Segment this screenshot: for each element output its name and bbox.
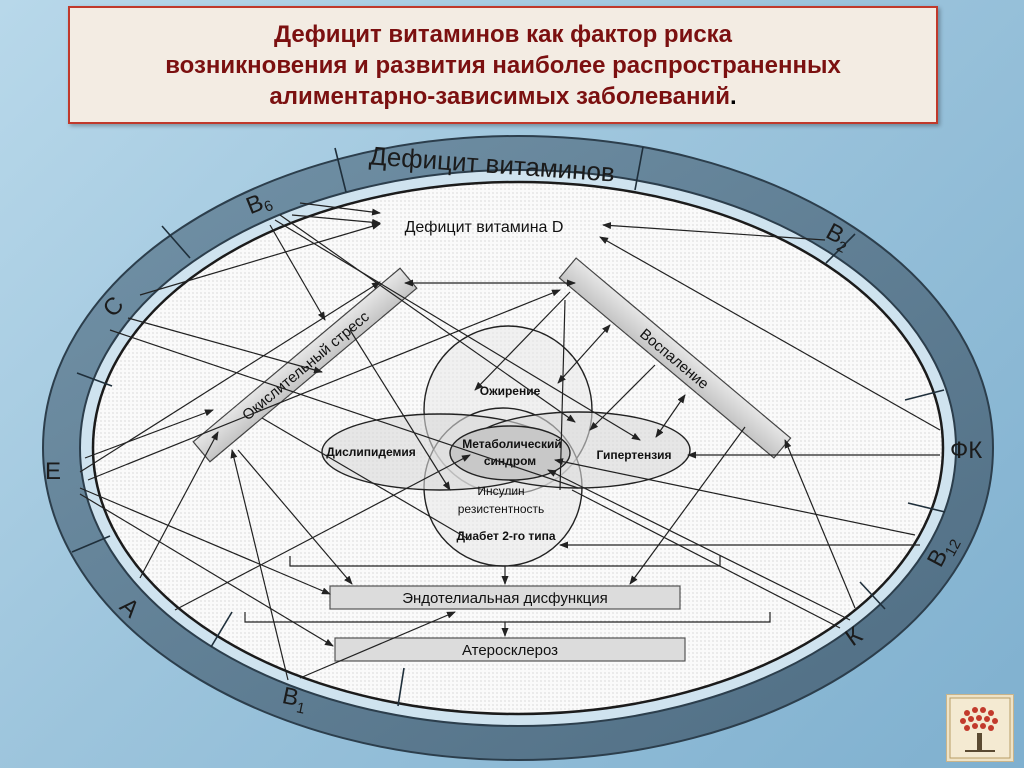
insulin-resistance-label-1: Инсулин (477, 484, 524, 498)
organization-logo (946, 694, 1014, 762)
atherosclerosis-bar (334, 637, 686, 662)
metabolic-syndrome-label-1: Метаболический (462, 437, 561, 451)
vitamin-b1-label: В1 (279, 682, 309, 717)
vitamin-d-deficiency: Дефицит витамина D (405, 219, 564, 236)
vitamin-b12-sub: 12 (942, 536, 965, 559)
endothelial-label: Эндотелиальная дисфункция (402, 590, 608, 607)
ring-separators (71, 146, 946, 707)
title-line-2: возникновения и развития наиболее распро… (165, 51, 841, 79)
metabolic-syndrome-ellipse (449, 425, 571, 481)
title-line-3-text: алиментарно-зависимых заболеваний (269, 82, 730, 110)
diabetes-label: Диабет 2-го типа (456, 529, 555, 543)
connection-arrows (79, 202, 941, 681)
insulin-resistance-label-2: резистентность (458, 502, 545, 516)
vitamin-b12-label: В12 (922, 530, 965, 573)
title-period: . (729, 82, 737, 110)
title-line-1: Дефицит витаминов как фактор риска (273, 20, 733, 48)
vitamin-e-label: Е (45, 458, 61, 485)
dyslipidemia-label: Дислипидемия (326, 445, 416, 459)
title-line-3: алиментарно-зависимых заболеваний. (269, 81, 736, 112)
atherosclerosis-label: Атеросклероз (462, 642, 558, 659)
vitamin-fk-label: ФК (950, 437, 982, 464)
metabolic-syndrome-label-2: синдром (484, 454, 536, 468)
hypertension-label: Гипертензия (596, 448, 671, 462)
vitamin-b1-sub: 1 (295, 699, 307, 717)
logo-graphic (949, 697, 1011, 759)
endothelial-bar (329, 585, 681, 610)
vitamin-b1-letter: В (280, 682, 301, 712)
title-box: Дефицит витаминов как фактор риска возни… (68, 6, 938, 124)
